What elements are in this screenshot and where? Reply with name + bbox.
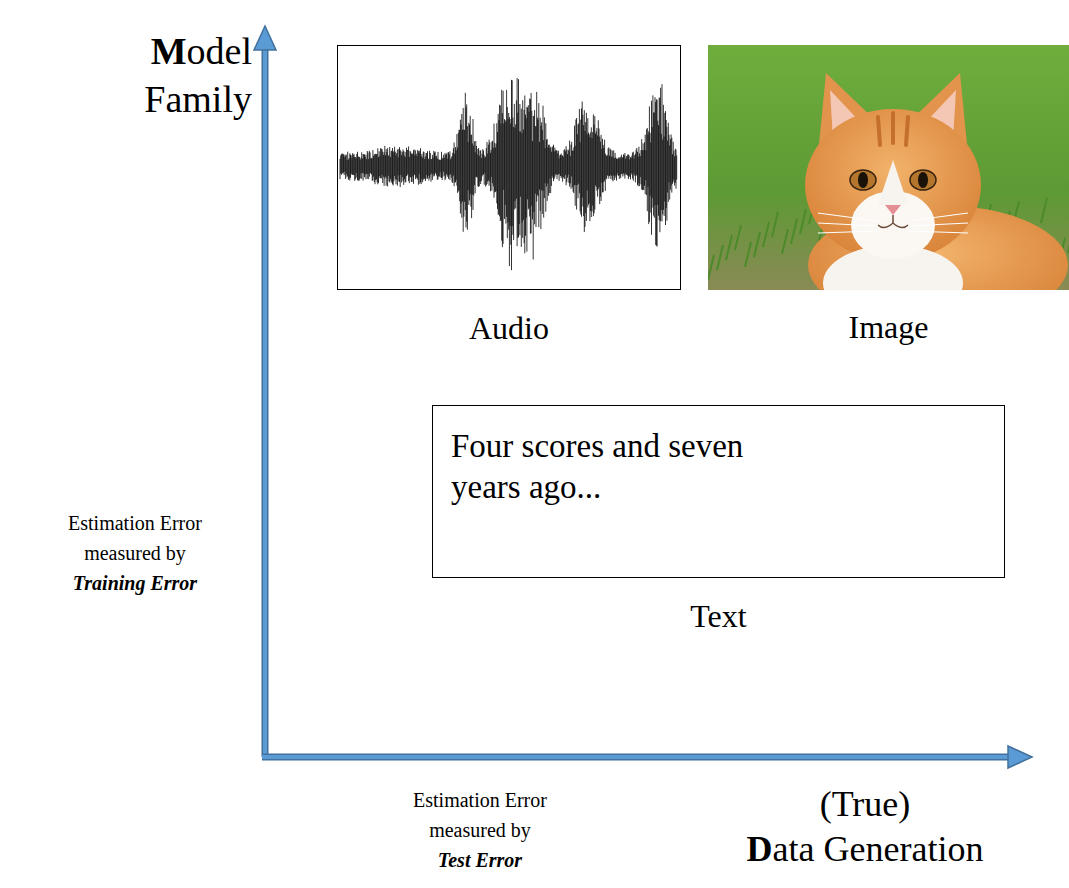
grass-blade: [708, 255, 714, 280]
grass-blade: [726, 235, 732, 260]
horizontal-axis-fill: [262, 755, 1012, 759]
grass-blade: [800, 209, 806, 234]
vertical-axis-fill: [263, 44, 267, 757]
cat-stripe: [878, 117, 880, 145]
grass-blade: [754, 232, 760, 257]
cat-whisker: [908, 231, 968, 233]
image-panel: Image: [708, 45, 1069, 290]
vertical-axis: [262, 44, 269, 757]
cat-mouth: [878, 215, 908, 228]
grass-blade: [782, 229, 788, 254]
cat-whisker: [818, 231, 878, 233]
grass-blade: [717, 245, 723, 270]
waveform: [338, 46, 679, 288]
grass-blade: [735, 225, 741, 250]
cat-whisker: [908, 213, 968, 221]
sample-text: Four scores and seven years ago...: [451, 426, 821, 509]
cat-head: [805, 109, 981, 261]
cat-stripe: [891, 113, 895, 143]
panel-caption: Audio: [338, 309, 680, 347]
grass-blade: [1041, 198, 1047, 223]
cat-nose: [885, 205, 901, 215]
grass-blade: [772, 212, 778, 237]
cat-whisker: [818, 223, 878, 226]
axis-note: Estimation Errormeasured byTest Error: [355, 785, 605, 875]
grass-blade: [745, 242, 751, 267]
audio-panel: Audio: [337, 45, 681, 290]
cat-whisker: [908, 223, 968, 226]
grass-blade: [791, 219, 797, 244]
grass-blade: [763, 222, 769, 247]
axis-note: Estimation Errormeasured byTraining Erro…: [10, 508, 260, 598]
cat-pupil: [918, 172, 928, 188]
cat-pupil: [858, 172, 868, 188]
horizontal-axis: [262, 754, 1012, 761]
cat-blaze: [878, 160, 908, 205]
vertical-arrowhead: [254, 26, 276, 50]
cat-whisker: [818, 213, 878, 221]
panel-caption: Text: [433, 597, 1004, 635]
horizontal-arrowhead: [1008, 746, 1032, 768]
cat-photo: [708, 45, 1069, 290]
cat-stripe: [906, 117, 908, 145]
axis-title: ModelFamily: [112, 28, 252, 123]
grass-blade: [1068, 228, 1069, 253]
panel-caption: Image: [708, 308, 1069, 346]
cat-eye: [910, 170, 936, 190]
text-panel: Four scores and seven years ago...Text: [432, 405, 1005, 578]
cat-eye: [850, 170, 876, 190]
waveform-trace: [340, 78, 677, 270]
axis-title: (True)Data Generation: [715, 782, 1015, 872]
